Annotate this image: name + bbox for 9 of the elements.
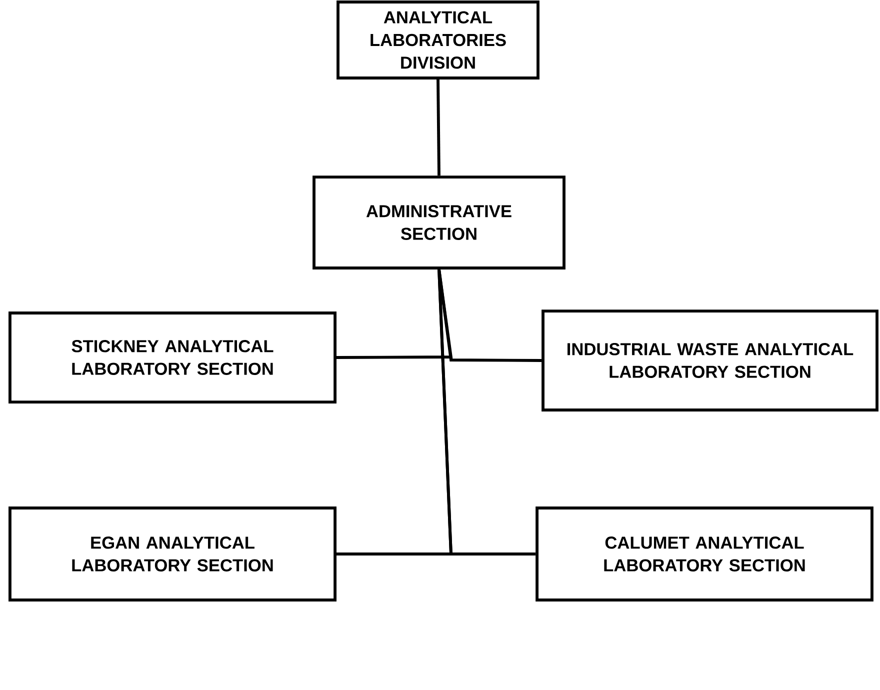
connector-line xyxy=(436,79,440,176)
org-box: EGAN ANALYTICAL LABORATORY SECTION xyxy=(8,506,336,602)
org-box: STICKNEY ANALYTICAL LABORATORY SECTION xyxy=(8,312,336,404)
connector-line xyxy=(438,269,536,556)
org-box: ANALYTICAL LABORATORIES DIVISION xyxy=(336,0,540,80)
connector-line xyxy=(438,269,542,362)
org-box: CALUMET ANALYTICAL LABORATORY SECTION xyxy=(536,506,874,602)
org-box: ADMINISTRATIVE SECTION xyxy=(312,176,566,270)
org-box: INDUSTRIAL WASTE ANALYTICAL LABORATORY SECTION xyxy=(542,310,878,412)
